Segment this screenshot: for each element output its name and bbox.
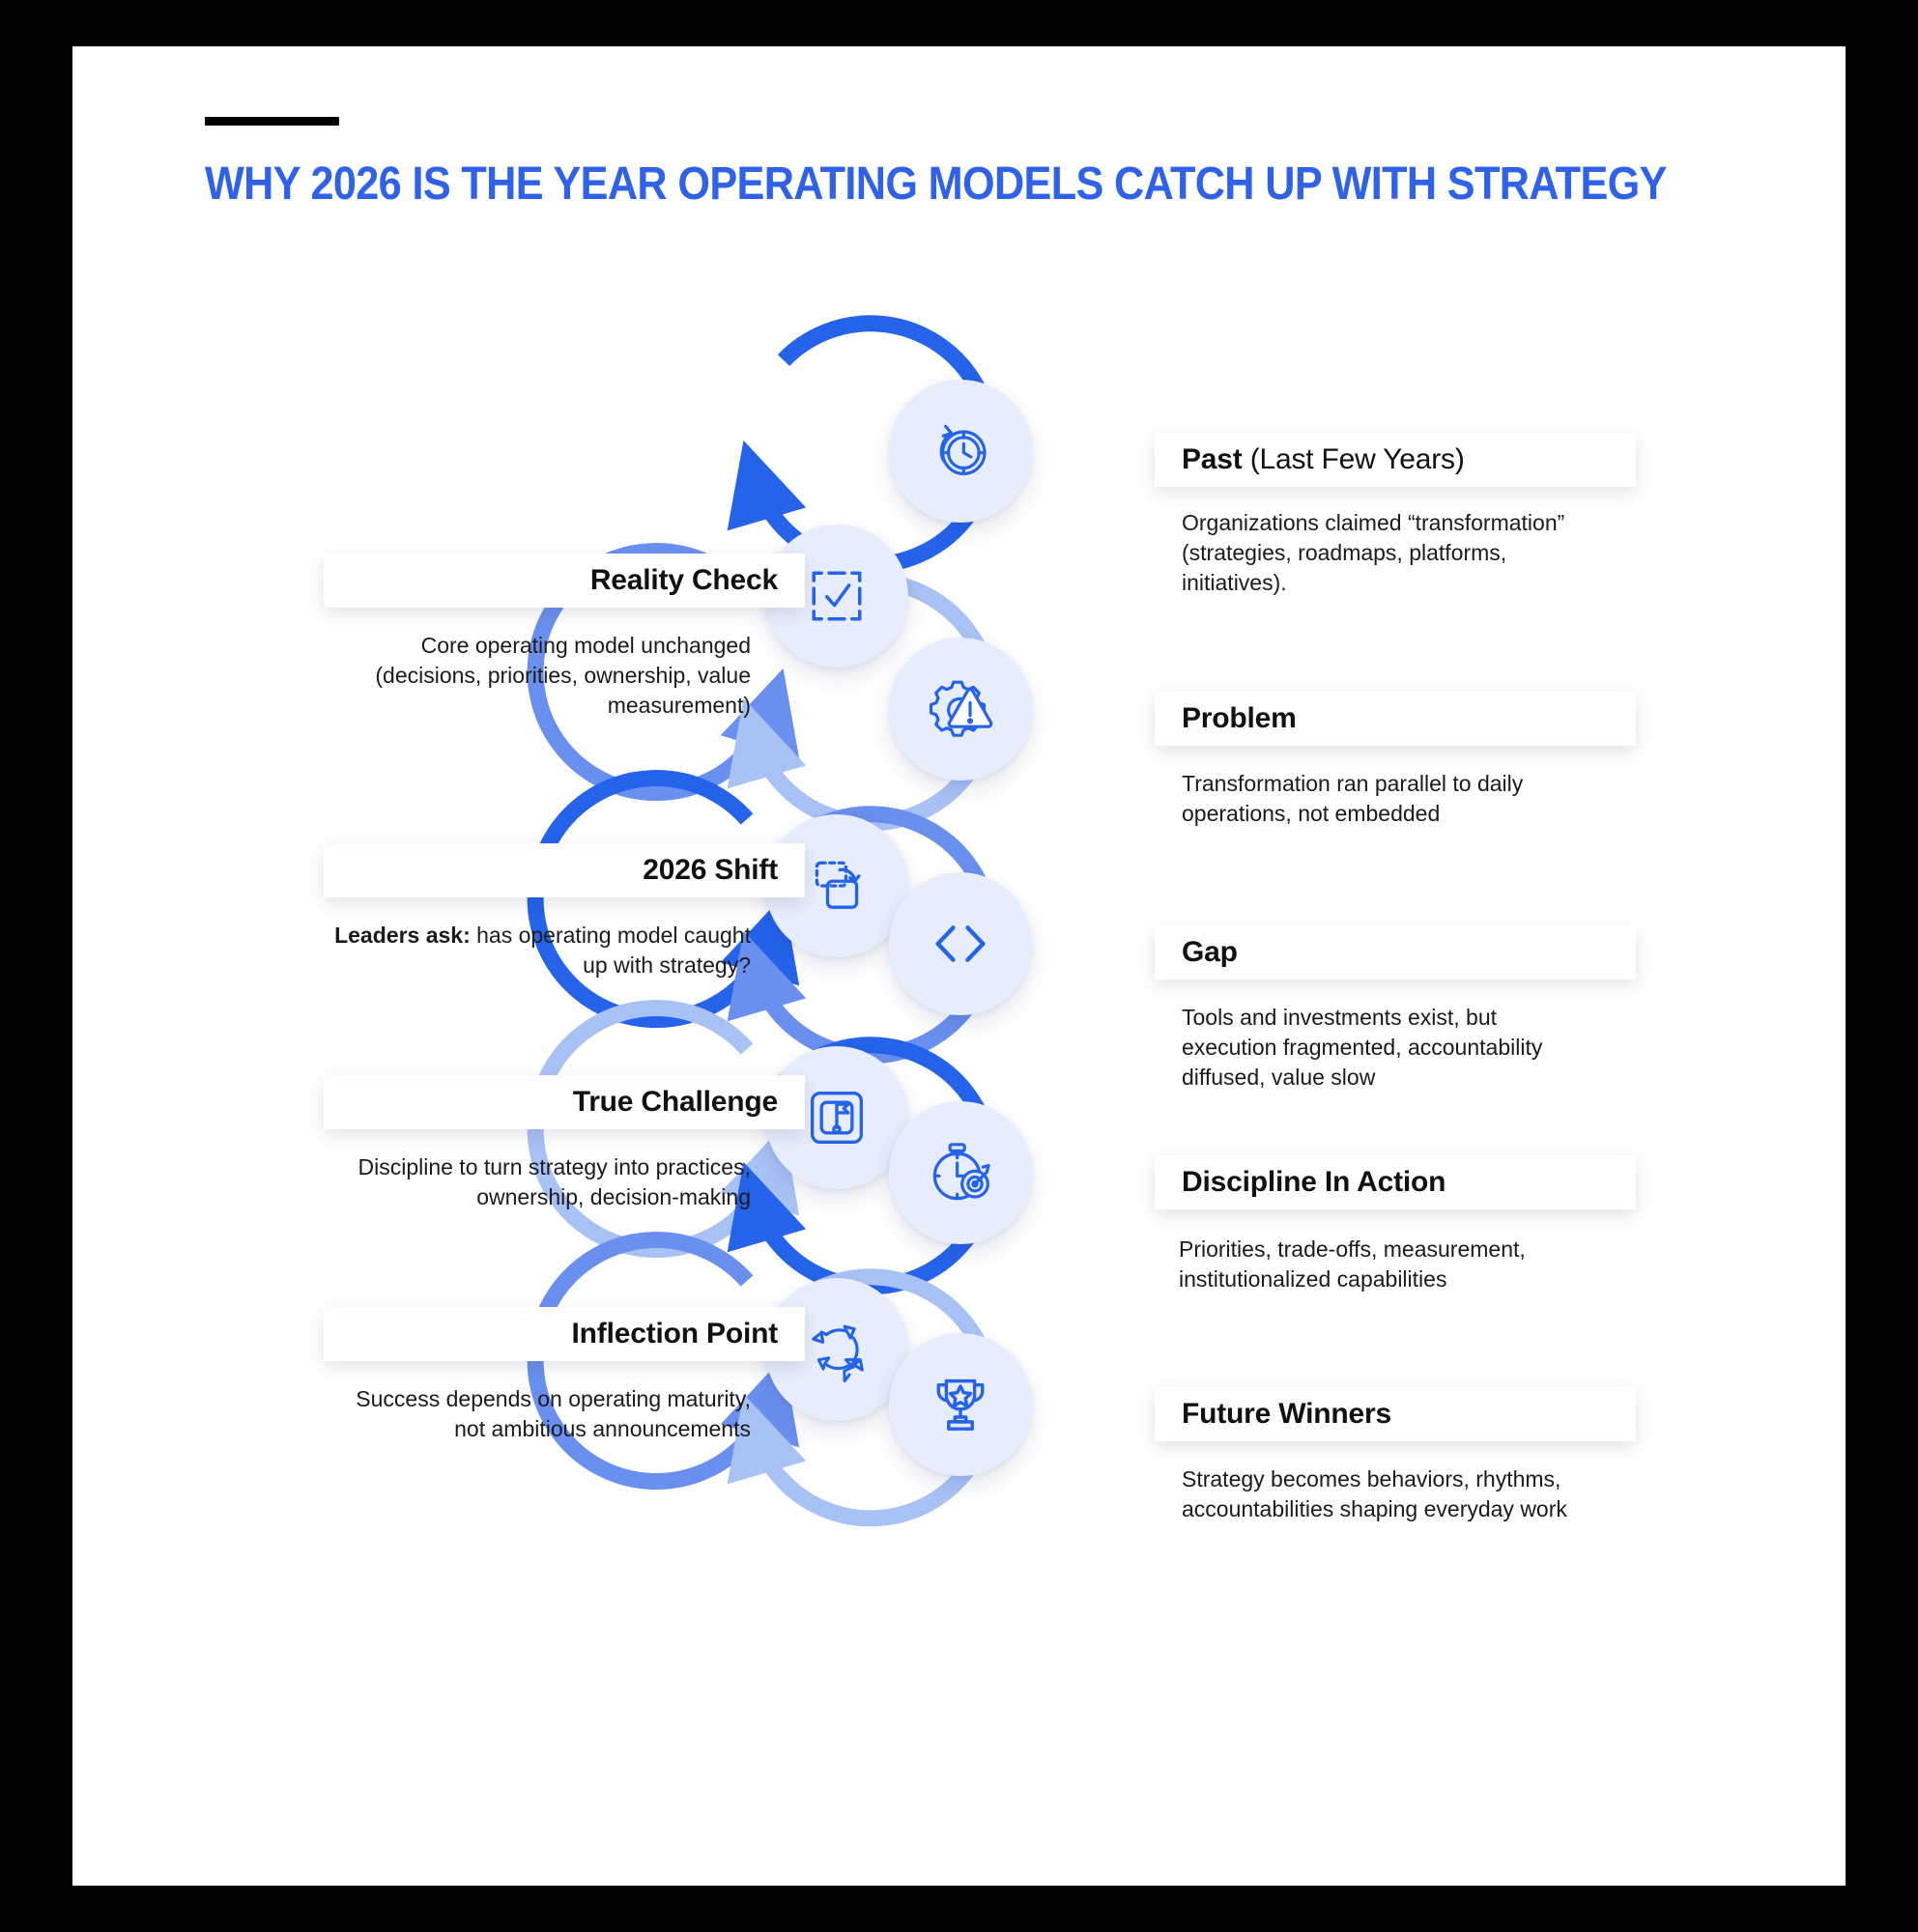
desc-shift-2026: Leaders ask: has operating model caught …	[324, 921, 751, 980]
label-card-reality-check[interactable]: Reality Check	[324, 554, 805, 608]
desc-past: Organizations claimed “transformation” (…	[1182, 510, 1565, 595]
label-true-challenge: True Challenge	[572, 1086, 778, 1118]
icon-bubble-past	[889, 380, 1032, 523]
desc-shift-2026-body: has operating model caught up with strat…	[470, 923, 751, 978]
stopwatch-target-icon	[932, 1143, 990, 1201]
label-reality-check: Reality Check	[589, 564, 778, 596]
label-card-problem[interactable]: Problem	[1155, 692, 1636, 746]
page-title: WHY 2026 IS THE YEAR OPERATING MODELS CA…	[205, 158, 1667, 210]
icon-bubble-discipline-in-action	[889, 1101, 1032, 1244]
label-problem: Problem	[1182, 702, 1297, 734]
title-rule	[205, 117, 339, 126]
label-card-true-challenge[interactable]: True Challenge	[324, 1075, 805, 1129]
desc-shift-2026-lead: Leaders ask:	[334, 923, 471, 948]
label-shift-2026: 2026 Shift	[643, 854, 778, 886]
desc-future-winners: Strategy becomes behaviors, rhythms, acc…	[1182, 1466, 1567, 1521]
label-card-future-winners[interactable]: Future Winners	[1155, 1387, 1636, 1441]
label-card-past[interactable]: Past (Last Few Years)	[1155, 433, 1636, 487]
label-past: Past (Last Few Years)	[1182, 443, 1465, 475]
icon-bubble-gap	[889, 872, 1032, 1015]
label-discipline-in-action: Discipline In Action	[1182, 1166, 1446, 1198]
shape-transform-icon	[815, 861, 861, 909]
label-gap: Gap	[1182, 936, 1238, 968]
goal-flag-icon	[811, 1092, 863, 1144]
desc-discipline-in-action: Priorities, trade-offs, measurement, ins…	[1179, 1236, 1526, 1292]
desc-problem: Transformation ran parallel to daily ope…	[1182, 771, 1524, 826]
icon-bubble-problem	[889, 638, 1032, 781]
label-card-inflection-point[interactable]: Inflection Point	[324, 1307, 805, 1361]
label-card-shift-2026[interactable]: 2026 Shift	[324, 843, 805, 897]
ring-arrow-shift-2026	[527, 770, 800, 1029]
icon-bubble-future-winners	[889, 1333, 1032, 1476]
code-brackets-icon	[935, 925, 986, 962]
ring-arrow-inflection-point	[527, 1232, 800, 1491]
label-card-discipline-in-action[interactable]: Discipline In Action	[1155, 1155, 1636, 1209]
process-diagram: Past (Last Few Years) Organizations clai…	[72, 46, 1846, 1886]
desc-gap: Tools and investments exist, but executi…	[1182, 1005, 1543, 1090]
label-card-gap[interactable]: Gap	[1155, 925, 1636, 980]
trophy-star-icon	[936, 1378, 985, 1431]
desc-inflection-point: Success depends on operating maturity, n…	[356, 1386, 751, 1441]
gear-warning-icon	[929, 680, 993, 737]
label-future-winners: Future Winners	[1182, 1398, 1391, 1430]
desc-reality-check: Core operating model unchanged (decision…	[375, 633, 751, 718]
ring-arrow-reality-check	[527, 543, 800, 802]
desc-true-challenge: Discipline to turn strategy into practic…	[358, 1154, 751, 1209]
ring-arrow-true-challenge	[527, 1000, 800, 1259]
clock-history-icon	[939, 424, 987, 475]
checkmark-frame-icon	[812, 571, 862, 621]
cycle-arrows-icon	[812, 1324, 864, 1383]
label-inflection-point: Inflection Point	[571, 1318, 779, 1350]
infographic-canvas: WHY 2026 IS THE YEAR OPERATING MODELS CA…	[72, 46, 1846, 1886]
